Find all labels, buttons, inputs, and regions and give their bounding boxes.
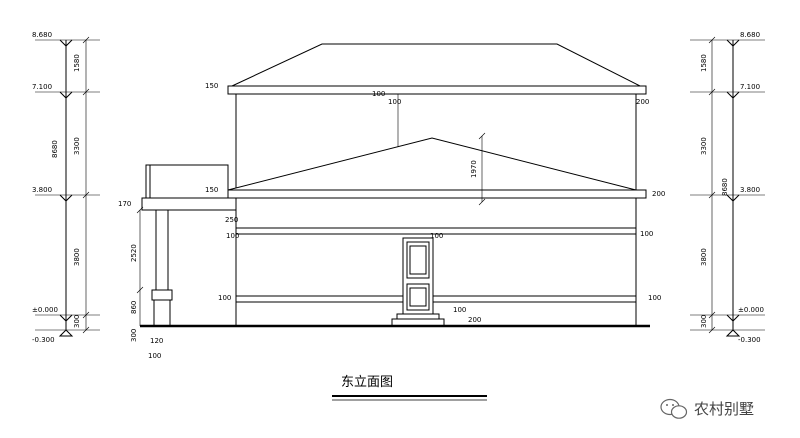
belt-course: [235, 227, 637, 235]
left-dim-3300: 3300: [73, 137, 81, 155]
left-dim-300: 300: [73, 315, 81, 328]
column-width-label: 100: [148, 352, 161, 360]
plinth-course: [235, 295, 637, 303]
eave-label-mid2: 100: [388, 98, 401, 106]
left-level-8680: 8.680: [32, 31, 52, 39]
left-dim-3800: 3800: [73, 248, 81, 266]
left-level-3800: 3.800: [32, 186, 52, 194]
door-top-label: 100: [430, 232, 443, 240]
left-dim-8680: 8680: [51, 140, 59, 158]
belt-label-left: 100: [226, 232, 239, 240]
watermark-text: 农村别墅: [694, 400, 754, 418]
eave-label-right: 200: [636, 98, 649, 106]
lower-eave-right: 200: [652, 190, 665, 198]
lower-eave: [227, 189, 647, 199]
right-level-0000: ±0.000: [738, 306, 764, 314]
ridge-dim: 1970: [470, 160, 478, 178]
plinth-dim: 860: [130, 301, 138, 314]
upper-eave: [227, 85, 647, 95]
wall-label-left: 250: [225, 216, 238, 224]
entry-door: [391, 237, 445, 327]
plinth-label-right: 100: [648, 294, 661, 302]
wechat-icon: [660, 398, 688, 419]
lower-roof: [227, 137, 637, 191]
right-dim-1580: 1580: [700, 54, 708, 72]
drawing-title: 东立面图: [332, 375, 487, 401]
watermark: 农村别墅: [660, 398, 754, 419]
right-level-minus300: -0.300: [738, 336, 761, 344]
right-dim-3800: 3800: [700, 248, 708, 266]
building-elevation: 1970 2520 860 300 150 100 100 200 150 20…: [118, 43, 665, 360]
left-dim-1580: 1580: [73, 54, 81, 72]
right-level-scale: 8.680 7.100 3.800 ±0.000 -0.300 1580 330…: [690, 31, 765, 344]
upper-roof: [231, 43, 641, 87]
column-base-label: 120: [150, 337, 163, 345]
canopy-label: 170: [118, 200, 131, 208]
step-label-1: 100: [453, 306, 466, 314]
canopy-beam: [141, 197, 237, 211]
step-label-2: 200: [468, 316, 481, 324]
left-level-minus300: -0.300: [32, 336, 55, 344]
left-level-7100: 7.100: [32, 83, 52, 91]
canopy-column: [155, 209, 169, 291]
right-dim-8680: 8680: [721, 178, 729, 196]
left-level-scale: 8.680 7.100 3.800 ±0.000 -0.300 1580 330…: [32, 31, 100, 344]
plinth-label-left: 100: [218, 294, 231, 302]
eave-label-left: 150: [205, 82, 218, 90]
column-dim: 2520: [130, 244, 138, 262]
lower-eave-left: 150: [205, 186, 218, 194]
title-text: 东立面图: [341, 375, 393, 390]
left-level-0000: ±0.000: [32, 306, 58, 314]
ground-dim: 300: [130, 329, 138, 342]
right-dim-3300: 3300: [700, 137, 708, 155]
belt-label-right: 100: [640, 230, 653, 238]
right-dim-300: 300: [700, 315, 708, 328]
right-level-8680: 8.680: [740, 31, 760, 39]
eave-label-mid: 100: [372, 90, 385, 98]
right-level-7100: 7.100: [740, 83, 760, 91]
right-level-3800: 3.800: [740, 186, 760, 194]
